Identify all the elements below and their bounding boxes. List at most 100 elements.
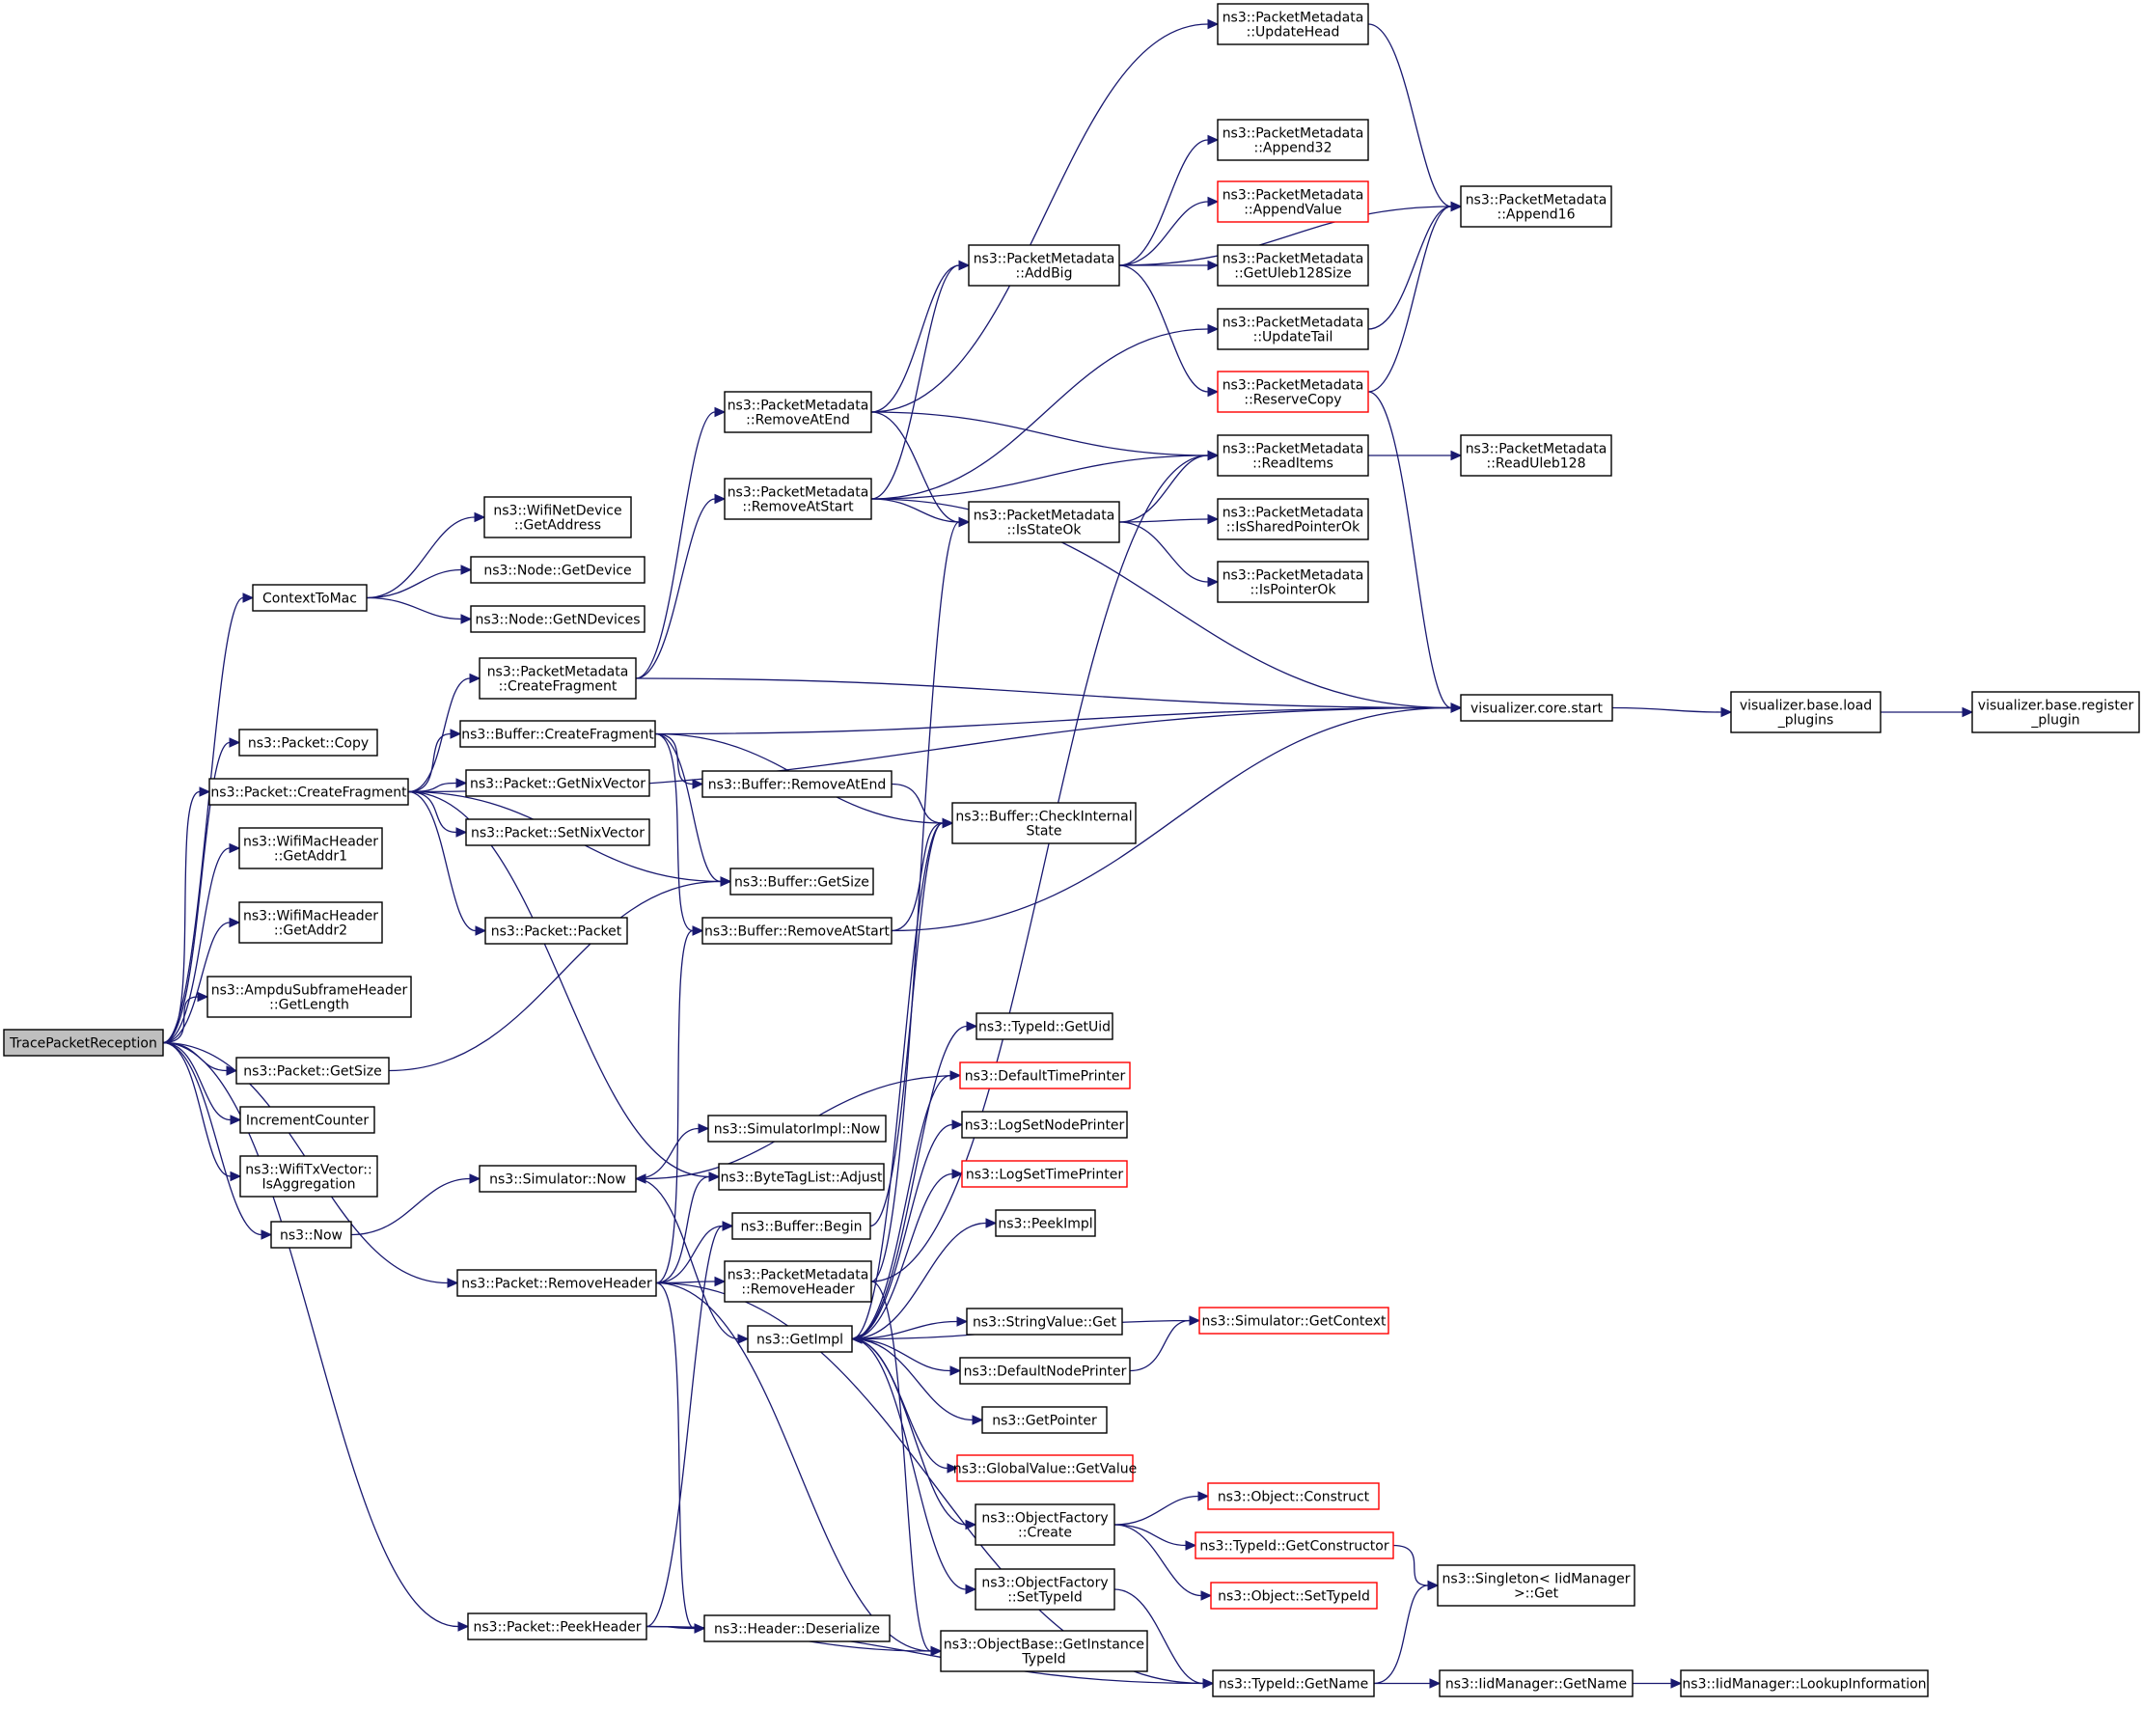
node-getptr[interactable]: ns3::GetPointer — [981, 1406, 1108, 1434]
node-node_dev[interactable]: ns3::Node::GetDevice — [470, 556, 646, 584]
node-pm_isptr[interactable]: ns3::PacketMetadata::IsPointerOk — [1217, 561, 1369, 603]
node-box — [1437, 1564, 1635, 1607]
edge-line — [870, 455, 1209, 500]
node-wnd_addr[interactable]: ns3::WifiNetDevice::GetAddress — [483, 496, 632, 538]
node-vbl[interactable]: visualizer.base.load_plugins — [1730, 691, 1882, 733]
node-pkt_pkt[interactable]: ns3::Packet::Packet — [484, 917, 628, 945]
node-buf_cf[interactable]: ns3::Buffer::CreateFragment — [459, 720, 656, 748]
node-pm_a16[interactable]: ns3::PacketMetadata::Append16 — [1460, 185, 1612, 228]
node-pm_guleb[interactable]: ns3::PacketMetadata::GetUleb128Size — [1217, 244, 1369, 287]
node-ctx[interactable]: ContextToMac — [252, 584, 368, 612]
edge-pm_addbig-to-pm_a32 — [1118, 134, 1220, 266]
node-buf_rae[interactable]: ns3::Buffer::RemoveAtEnd — [701, 770, 893, 798]
node-sim_now[interactable]: ns3::Simulator::Now — [479, 1165, 637, 1193]
node-lsnp[interactable]: ns3::LogSetNodePrinter — [961, 1111, 1128, 1139]
edge-line — [851, 1337, 951, 1372]
node-tid_getname[interactable]: ns3::TypeId::GetName — [1212, 1669, 1375, 1697]
edge-arrowhead — [261, 1229, 273, 1240]
edge-line — [891, 783, 944, 824]
node-pm_isstate[interactable]: ns3::PacketMetadata::IsStateOk — [968, 501, 1120, 543]
node-pkt_snv[interactable]: ns3::Packet::SetNixVector — [465, 818, 650, 846]
node-buf_begin[interactable]: ns3::Buffer::Begin — [731, 1212, 871, 1240]
node-pm_rcopy[interactable]: ns3::PacketMetadata::ReserveCopy — [1217, 371, 1369, 413]
node-mac_a1[interactable]: ns3::WifiMacHeader::GetAddr1 — [238, 827, 383, 869]
node-tid_uid[interactable]: ns3::TypeId::GetUid — [975, 1012, 1113, 1040]
node-getimpl[interactable]: ns3::GetImpl — [747, 1325, 853, 1353]
node-pkt_copy[interactable]: ns3::Packet::Copy — [238, 729, 378, 757]
node-label: ns3::Packet::RemoveHeader — [461, 1277, 652, 1292]
edge-line — [654, 732, 694, 785]
node-iid_getname[interactable]: ns3::IidManager::GetName — [1439, 1669, 1634, 1697]
node-dtp[interactable]: ns3::DefaultTimePrinter — [959, 1061, 1131, 1089]
node-mac_a2[interactable]: ns3::WifiMacHeader::GetAddr2 — [238, 901, 383, 944]
edge-line — [1113, 1495, 1199, 1526]
node-of_settid[interactable]: ns3::ObjectFactory::SetTypeId — [975, 1568, 1115, 1611]
node-buf_ras[interactable]: ns3::Buffer::RemoveAtStart — [701, 917, 893, 945]
node-btl_adj[interactable]: ns3::ByteTagList::Adjust — [718, 1163, 885, 1191]
node-vbr[interactable]: visualizer.base.register_plugin — [1971, 691, 2140, 733]
node-label: ::ReadItems — [1252, 456, 1333, 472]
edge-vcs-to-vbl — [1611, 706, 1733, 718]
node-sim_getctx[interactable]: ns3::Simulator::GetContext — [1198, 1307, 1389, 1335]
node-pkt_rh[interactable]: ns3::Packet::RemoveHeader — [456, 1269, 657, 1297]
node-incr[interactable]: IncrementCounter — [239, 1106, 375, 1134]
edge-line — [635, 411, 716, 679]
node-tid_getctor[interactable]: ns3::TypeId::GetConstructor — [1195, 1531, 1394, 1559]
node-pm_rh[interactable]: ns3::PacketMetadata::RemoveHeader — [724, 1260, 872, 1303]
node-txvec[interactable]: ns3::WifiTxVector::IsAggregation — [239, 1155, 378, 1198]
node-trace[interactable]: TracePacketReception — [3, 1029, 164, 1057]
node-lstp[interactable]: ns3::LogSetTimePrinter — [961, 1160, 1128, 1188]
edge-line — [870, 264, 960, 500]
node-box — [968, 244, 1120, 287]
node-obj_settid[interactable]: ns3::Object::SetTypeId — [1210, 1582, 1378, 1610]
node-box — [470, 605, 646, 633]
node-vcs[interactable]: visualizer.core.start — [1460, 694, 1613, 722]
edge-line — [870, 411, 1209, 456]
node-pm_isshared[interactable]: ns3::PacketMetadata::IsSharedPointerOk — [1217, 498, 1369, 540]
node-gv_get[interactable]: ns3::GlobalValue::GetValue — [953, 1454, 1137, 1482]
node-peekimpl[interactable]: ns3::PeekImpl — [995, 1209, 1096, 1237]
node-now[interactable]: ns3::Now — [270, 1221, 352, 1249]
node-of_create[interactable]: ns3::ObjectFactory::Create — [975, 1503, 1115, 1546]
node-pm_uhead[interactable]: ns3::PacketMetadata::UpdateHead — [1217, 3, 1369, 45]
edge-getimpl-to-lstp — [851, 1169, 964, 1340]
node-pm_a32[interactable]: ns3::PacketMetadata::Append32 — [1217, 119, 1369, 161]
node-pm_rae[interactable]: ns3::PacketMetadata::RemoveAtEnd — [724, 391, 872, 433]
node-box — [975, 1568, 1115, 1611]
node-pkt_ph[interactable]: ns3::Packet::PeekHeader — [467, 1612, 647, 1640]
edge-pm_ras-to-pm_addbig — [870, 260, 971, 500]
edge-arrowhead — [966, 1021, 978, 1032]
node-obj_construct[interactable]: ns3::Object::Construct — [1207, 1482, 1380, 1510]
node-pkt_gs[interactable]: ns3::Packet::GetSize — [235, 1057, 390, 1085]
node-buf_gs[interactable]: ns3::Buffer::GetSize — [729, 868, 874, 896]
node-pm_rleb[interactable]: ns3::PacketMetadata::ReadUleb128 — [1460, 434, 1612, 477]
node-box — [718, 1163, 885, 1191]
node-box — [208, 778, 409, 806]
edge-line — [1392, 1544, 1429, 1586]
node-pm_aval[interactable]: ns3::PacketMetadata::AppendValue — [1217, 180, 1369, 223]
node-pm_ritems[interactable]: ns3::PacketMetadata::ReadItems — [1217, 434, 1369, 477]
node-pkt_gnv[interactable]: ns3::Packet::GetNixVector — [465, 769, 650, 797]
edge-line — [162, 1041, 459, 1628]
node-pm_utail[interactable]: ns3::PacketMetadata::UpdateTail — [1217, 308, 1369, 350]
node-hdr_deser[interactable]: ns3::Header::Deserialize — [703, 1614, 891, 1642]
edge-line — [654, 732, 722, 883]
node-simimpl_now[interactable]: ns3::SimulatorImpl::Now — [707, 1115, 887, 1143]
node-dnp[interactable]: ns3::DefaultNodePrinter — [959, 1357, 1131, 1385]
node-pm_addbig[interactable]: ns3::PacketMetadata::AddBig — [968, 244, 1120, 287]
node-pm_ras[interactable]: ns3::PacketMetadata::RemoveAtStart — [724, 478, 872, 520]
node-pm_cf[interactable]: ns3::PacketMetadata::CreateFragment — [479, 657, 637, 700]
node-ampdu[interactable]: ns3::AmpduSubframeHeader::GetLength — [206, 976, 412, 1018]
node-pkt_cf[interactable]: ns3::Packet::CreateFragment — [208, 778, 409, 806]
edge-arrowhead — [1185, 1540, 1197, 1551]
edge-getimpl-to-gv_get — [851, 1337, 959, 1474]
node-iid_lookup[interactable]: ns3::IidManager::LookupInformation — [1680, 1669, 1929, 1697]
edge-line — [407, 790, 477, 932]
node-label: ::CreateFragment — [499, 679, 618, 695]
node-label: ::GetAddr2 — [274, 923, 347, 939]
node-node_ndev[interactable]: ns3::Node::GetNDevices — [470, 605, 646, 633]
node-singleton[interactable]: ns3::Singleton< IidManager >::Get — [1437, 1564, 1635, 1607]
node-sv_get[interactable]: ns3::StringValue::Get — [966, 1308, 1123, 1336]
